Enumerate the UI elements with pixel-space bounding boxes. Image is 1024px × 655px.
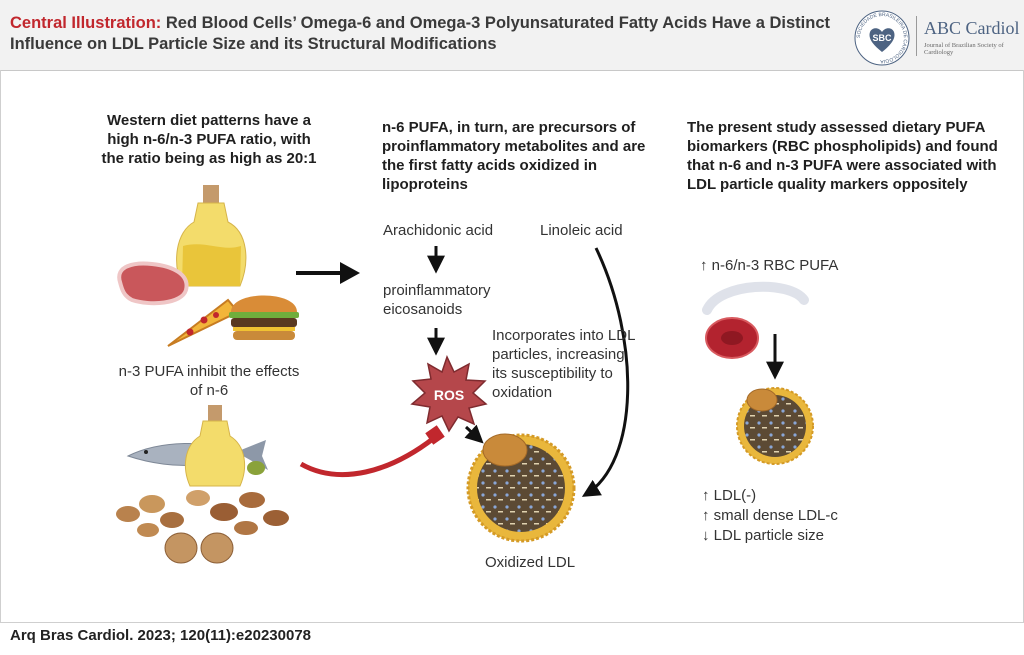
arachidonic-acid-label: Arachidonic acid [383, 222, 494, 239]
small-ldl-particle-icon [736, 387, 814, 465]
incorporates-ldl-label: Incorporates into LDL particles, increas… [492, 327, 635, 401]
n6-pufa-heading: n-6 PUFA, in turn, are precursors of pro… [382, 119, 646, 193]
vessel-icon [702, 281, 809, 315]
citation-footer: Arq Bras Cardiol. 2023; 120(11):e2023007… [10, 627, 312, 644]
oxidized-ldl-particle-icon [466, 433, 576, 543]
ros-arrow [464, 424, 484, 444]
oxidized-ldl-label: Oxidized LDL [485, 554, 576, 571]
diet-arrow [296, 262, 360, 284]
study-findings-heading: The present study assessed dietary PUFA … [687, 119, 998, 193]
n3-inhibit-label: n-3 PUFA inhibit the effects of n-6 [118, 363, 300, 399]
result-particle-size: ↓ LDL particle size [702, 527, 824, 544]
inhibition-bar [425, 425, 445, 445]
page-title: Central Illustration: Red Blood Cells’ O… [10, 13, 850, 55]
linoleic-arrow [581, 247, 630, 497]
burger-icon [229, 295, 299, 340]
ros-burst-icon [410, 354, 488, 433]
pizza-icon [167, 298, 240, 347]
header-bar [0, 0, 1024, 71]
journal-name: ABC Cardiol [924, 18, 1020, 38]
ros-label: ROS [434, 387, 464, 403]
result-small-dense-ldl: ↑ small dense LDL-c [702, 507, 838, 524]
red-blood-cell-icon [705, 317, 759, 359]
linoleic-acid-label: Linoleic acid [540, 222, 623, 239]
logo-divider [916, 16, 917, 56]
steak-icon [117, 261, 189, 306]
oil-bottle-icon [176, 185, 247, 287]
rbc-pufa-ratio-label: ↑ n-6/n-3 RBC PUFA [700, 257, 839, 274]
journal-subtitle: Journal of Brazilian Society of Cardiolo… [924, 42, 1004, 56]
sbc-seal-logo: SOCIEDADE BRASILEIRA DE CARDIOLOGIA SBC [854, 10, 910, 66]
western-diet-heading: Western diet patterns have a high n-6/n-… [101, 112, 317, 167]
result-ldl-minus: ↑ LDL(-) [702, 487, 757, 504]
nuts-icon [116, 490, 289, 564]
small-oil-bottle-icon [184, 405, 265, 487]
svg-text:SBC: SBC [872, 33, 892, 43]
proinflammatory-eicosanoids-label: proinflammatory eicosanoids [383, 282, 491, 318]
title-prefix: Central Illustration: [10, 14, 162, 32]
inhibition-arrow [299, 436, 436, 478]
title-text: Red Blood Cells’ Omega-6 and Omega-3 Pol… [10, 14, 831, 53]
